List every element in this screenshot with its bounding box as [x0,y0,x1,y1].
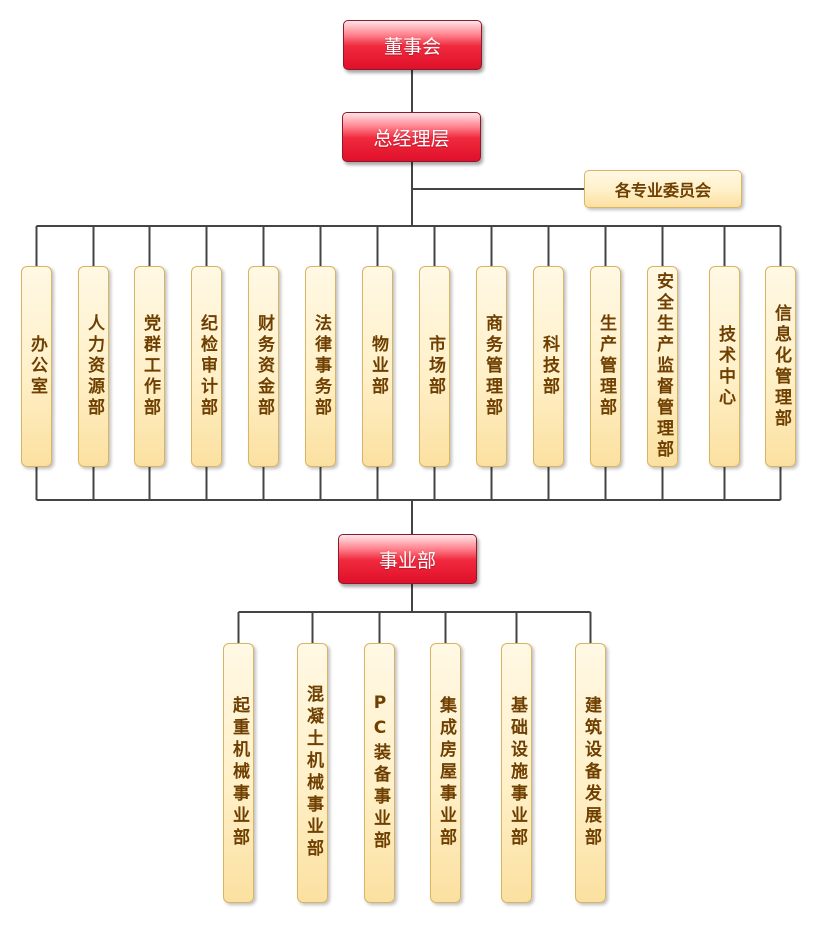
business-division-box[interactable]: 混凝土机械事业部 [297,643,328,903]
business-division-box[interactable]: 集成房屋事业部 [430,643,461,903]
department-box[interactable]: 办公室 [21,266,52,467]
board-box[interactable]: 董事会 [343,20,482,70]
department-box[interactable]: 法律事务部 [305,266,336,467]
department-box[interactable]: 市场部 [419,266,450,467]
business-division-box[interactable]: 起重机械事业部 [223,643,254,903]
department-box[interactable]: 人力资源部 [78,266,109,467]
department-box[interactable]: 技术中心 [709,266,740,467]
department-box[interactable]: 纪检审计部 [191,266,222,467]
department-box[interactable]: 安全生产监督管理部 [647,266,678,467]
business-division-box[interactable]: 建筑设备发展部 [575,643,606,903]
department-box[interactable]: 科技部 [533,266,564,467]
business-unit-box[interactable]: 事业部 [338,534,477,584]
business-division-box[interactable]: PC装备事业部 [364,643,395,903]
department-box[interactable]: 财务资金部 [248,266,279,467]
department-box[interactable]: 物业部 [362,266,393,467]
department-box[interactable]: 信息化管理部 [765,266,796,467]
department-box[interactable]: 生产管理部 [590,266,621,467]
committee-box[interactable]: 各专业委员会 [584,170,742,208]
business-division-box[interactable]: 基础设施事业部 [501,643,532,903]
general-manager-box[interactable]: 总经理层 [342,112,481,162]
department-box[interactable]: 党群工作部 [134,266,165,467]
department-box[interactable]: 商务管理部 [476,266,507,467]
